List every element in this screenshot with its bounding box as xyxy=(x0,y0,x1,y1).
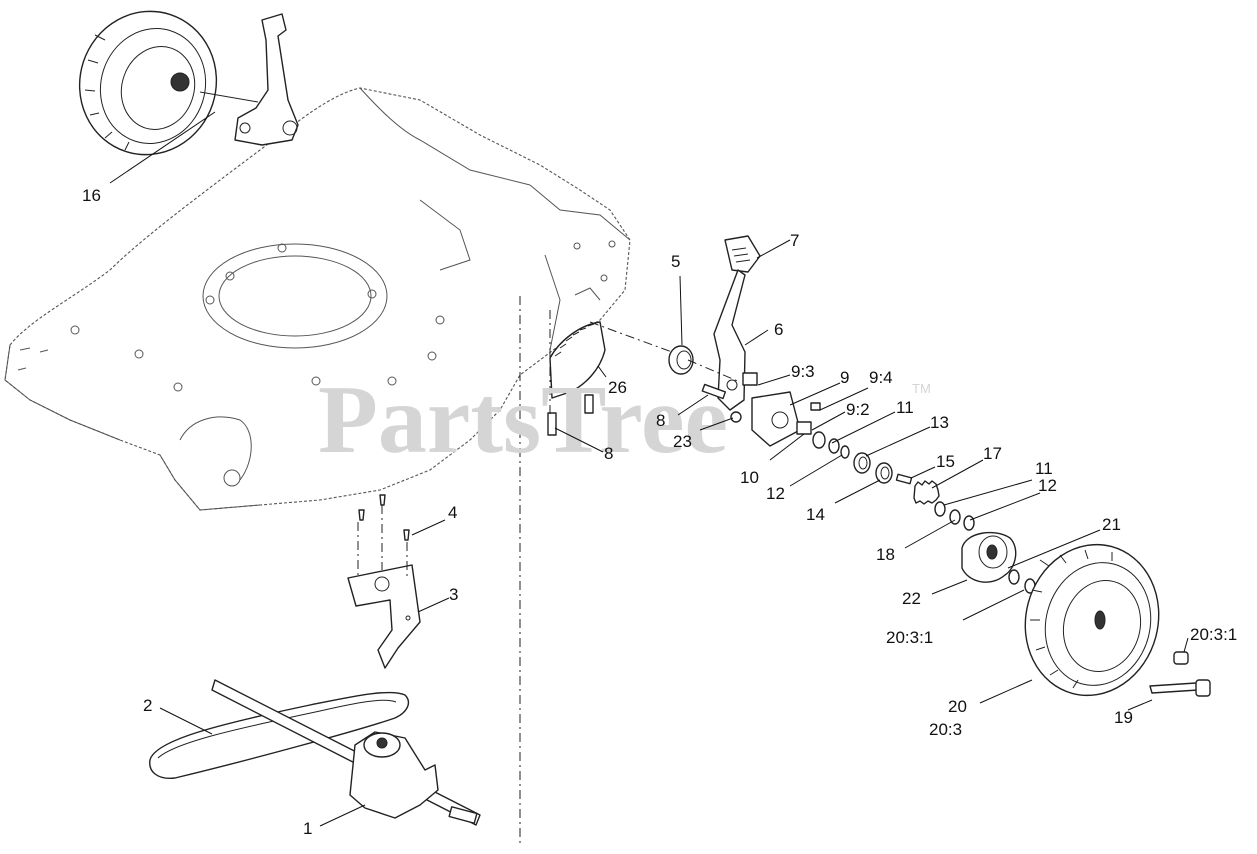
callout-21: 21 xyxy=(1102,515,1121,534)
callout-labels: 16 7 5 6 9:3 9 9:4 8 9:2 11 13 26 23 8 1… xyxy=(82,186,1237,838)
bracket-3 xyxy=(347,564,421,669)
watermark: PartsTree TM xyxy=(318,366,931,474)
callout-5: 5 xyxy=(671,252,680,271)
watermark-text: PartsTree xyxy=(318,366,728,474)
callout-1: 1 xyxy=(303,819,312,838)
callout-14: 14 xyxy=(806,505,825,524)
rear-wheel-height-adjuster xyxy=(78,10,299,156)
callout-15: 15 xyxy=(936,452,955,471)
callout-2: 2 xyxy=(143,696,152,715)
callout-11-upper: 11 xyxy=(896,398,914,417)
transmission-1 xyxy=(349,731,478,824)
gear-cover-26 xyxy=(547,321,606,436)
callout-13: 13 xyxy=(930,413,949,432)
wheel-cover-22 xyxy=(961,531,1017,583)
callout-7: 7 xyxy=(790,231,799,250)
callout-9-4: 9:4 xyxy=(869,368,893,387)
callout-11-lower: 11 xyxy=(1035,459,1053,478)
callout-12-upper: 12 xyxy=(766,484,785,503)
callout-8-lower: 8 xyxy=(604,444,613,463)
callout-19: 19 xyxy=(1114,708,1133,727)
callout-10: 10 xyxy=(740,468,759,487)
height-adjust-lever xyxy=(668,235,821,447)
callout-20-3-1-left: 20:3:1 xyxy=(886,628,933,647)
callout-9: 9 xyxy=(840,368,849,387)
mower-deck xyxy=(4,87,631,511)
callout-6: 6 xyxy=(774,320,783,339)
callout-20-3: 20:3 xyxy=(929,720,962,739)
leader-lines xyxy=(109,111,1189,827)
drive-pinion-stack xyxy=(812,431,975,531)
callout-18: 18 xyxy=(876,545,895,564)
callout-9-3: 9:3 xyxy=(791,362,815,381)
watermark-trademark: TM xyxy=(912,381,931,396)
callout-17: 17 xyxy=(983,444,1002,463)
alignment-lines xyxy=(357,296,741,845)
callout-26: 26 xyxy=(608,378,627,397)
callout-20: 20 xyxy=(948,697,967,716)
front-wheel-20 xyxy=(1008,543,1211,697)
callout-8-upper: 8 xyxy=(656,411,665,430)
callout-12-lower: 12 xyxy=(1038,476,1057,495)
callout-16: 16 xyxy=(82,186,101,205)
callout-20-3-1-right: 20:3:1 xyxy=(1190,625,1237,644)
drive-belt-2 xyxy=(149,691,410,779)
callout-3: 3 xyxy=(449,585,458,604)
callout-9-2: 9:2 xyxy=(846,400,870,419)
screws-4 xyxy=(358,494,410,541)
callout-22: 22 xyxy=(902,589,921,608)
callout-23: 23 xyxy=(673,432,692,451)
callout-4: 4 xyxy=(448,503,457,522)
